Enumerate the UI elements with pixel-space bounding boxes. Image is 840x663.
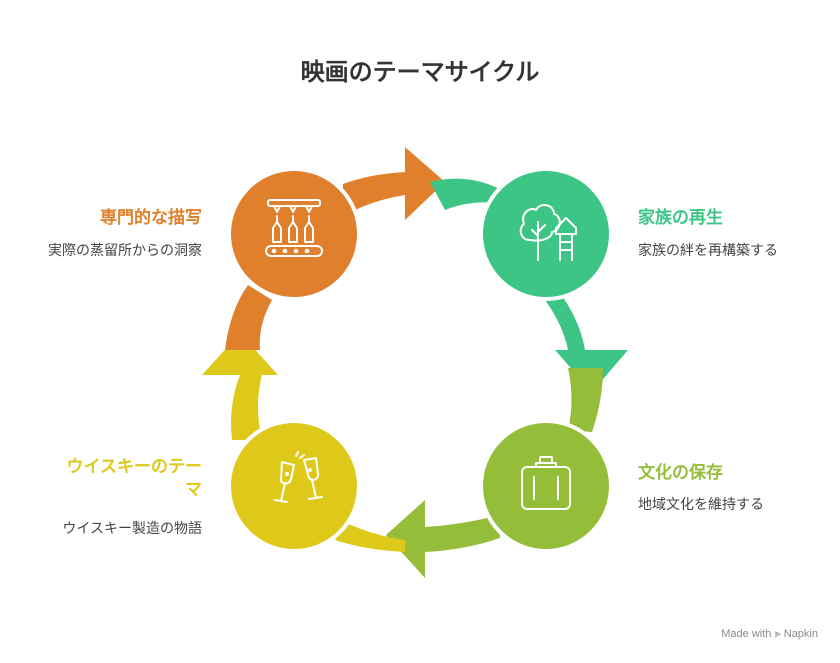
arrow-yellow-lower (335, 520, 405, 552)
tree-house-icon (519, 204, 577, 261)
page-title: 映画のテーマサイクル (300, 58, 540, 86)
made-with-napkin[interactable]: Made with ⪢ Napkin (721, 628, 818, 641)
arrow-orange-to-green (343, 147, 445, 220)
arrow-yellow-up (202, 333, 278, 440)
node-circle-whisky (227, 419, 361, 553)
node-desc-culture: 地域文化を維持する (638, 497, 764, 513)
node-title-portrayal: 専門的な描写 (100, 208, 202, 228)
napkin-brand-text: Napkin (783, 628, 818, 640)
node-desc-whisky: ウイスキー製造の物語 (62, 521, 202, 537)
node-circle-family (479, 167, 613, 301)
made-with-text: Made with (721, 628, 772, 640)
node-circle-culture (479, 419, 613, 553)
node-title-whisky-line1: ウイスキーのテー (66, 457, 203, 477)
arrow-green-down (545, 290, 628, 392)
node-title-culture: 文化の保存 (638, 463, 723, 483)
distillery-bottles-icon (265, 199, 323, 257)
arrow-lime-to-yellow-upper (568, 368, 603, 432)
node-desc-family: 家族の絆を再構築する (638, 243, 778, 259)
node-title-whisky-line2: マ (185, 480, 202, 500)
node-title-whisky: ウイスキーのテー マ (2, 456, 203, 502)
toasting-glasses-icon (274, 451, 323, 503)
node-desc-portrayal: 実際の蒸留所からの洞察 (48, 243, 202, 259)
node-circle-portrayal (227, 167, 361, 301)
flask-icon (521, 456, 571, 510)
napkin-logo-icon: ⪢ (774, 628, 781, 640)
arrow-lime-to-yellow (386, 500, 500, 578)
arrow-orange-upper-left (225, 285, 272, 350)
node-title-family: 家族の再生 (638, 208, 723, 228)
